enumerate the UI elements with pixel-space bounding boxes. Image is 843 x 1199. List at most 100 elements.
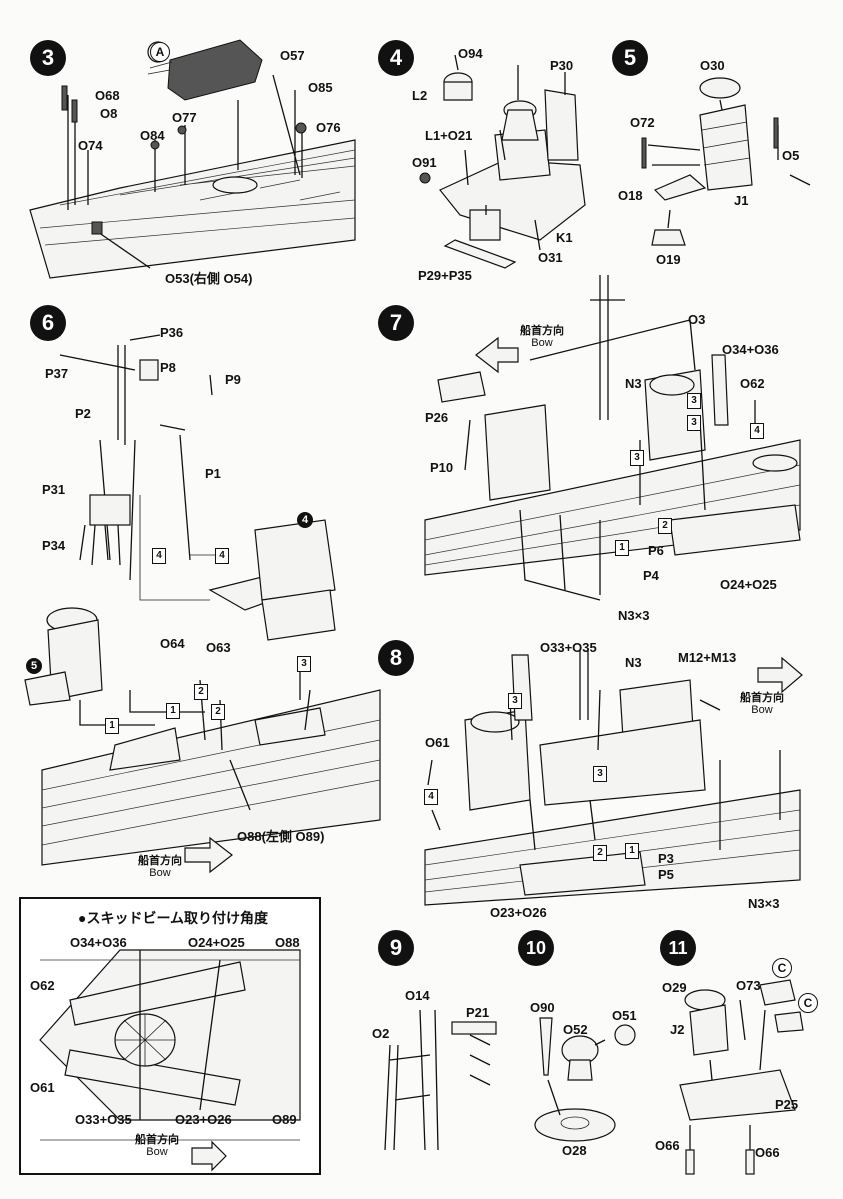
bow-en: Bow [751, 704, 773, 716]
part-k1: K1 [556, 230, 573, 245]
step8-box-3a: 3 [508, 693, 522, 709]
part-p25: P25 [775, 1097, 799, 1112]
part-o2: O2 [372, 1026, 390, 1041]
part-o18: O18 [618, 188, 643, 203]
part-o64: O64 [160, 636, 185, 651]
part-o29: O29 [662, 980, 687, 995]
inset-part-o24-o25: O24+O25 [188, 935, 245, 950]
part-p26: P26 [425, 410, 449, 425]
part-p2: P2 [75, 406, 91, 421]
part-p6: P6 [648, 543, 664, 558]
part-p31: P31 [42, 482, 66, 497]
inset-drawing [19, 897, 321, 1175]
bow-arrow-step6 [184, 836, 233, 874]
inset-part-o89: O89 [272, 1112, 297, 1127]
bow-arrow-step7 [475, 336, 519, 374]
step7-box-4: 4 [750, 423, 764, 439]
bow-jp: 船首方向 [740, 692, 784, 704]
part-p34: P34 [42, 538, 66, 553]
part-o68: O68 [95, 88, 120, 103]
bow-en: Bow [146, 1146, 168, 1158]
part-l2: L2 [412, 88, 428, 103]
part-p8: P8 [160, 360, 176, 375]
part-o94: O94 [458, 46, 483, 61]
part-o57: O57 [280, 48, 305, 63]
part-o74: O74 [78, 138, 103, 153]
part-n3-step7: N3 [625, 376, 642, 391]
bow-jp: 船首方向 [138, 855, 182, 867]
bow-direction-label-step8: 船首方向 Bow [740, 692, 784, 716]
step8-box-4: 4 [424, 789, 438, 805]
part-o8: O8 [100, 106, 118, 121]
part-p3: P3 [658, 851, 674, 866]
bow-arrow-step8 [757, 656, 803, 694]
step6-box-3: 3 [297, 656, 311, 672]
bow-direction-label-step6: 船首方向 Bow [138, 855, 182, 879]
part-p4: P4 [643, 568, 659, 583]
part-o63: O63 [206, 640, 231, 655]
step-number-3: 3 [30, 40, 66, 76]
part-o51: O51 [612, 1008, 637, 1023]
part-o72: O72 [630, 115, 655, 130]
part-o66-right: O66 [755, 1145, 780, 1160]
step11-drawing [679, 979, 804, 1175]
step7-box-3b: 3 [687, 415, 701, 431]
bow-direction-label-step7: 船首方向 Bow [520, 325, 564, 349]
part-o30: O30 [700, 58, 725, 73]
part-o77: O77 [172, 110, 197, 125]
part-o33-o35: O33+O35 [540, 640, 597, 655]
part-p9: P9 [225, 372, 241, 387]
step4-drawing [419, 54, 586, 269]
part-l1-o21: L1+O21 [425, 128, 473, 143]
step6-drawing [24, 334, 381, 866]
part-n3x3-step8: N3×3 [748, 896, 780, 911]
bow-direction-label-inset: 船首方向 Bow [135, 1134, 179, 1158]
part-o52: O52 [563, 1022, 588, 1037]
part-p1: P1 [205, 466, 221, 481]
part-p30: P30 [550, 58, 574, 73]
step5-drawing [641, 77, 811, 246]
ref-step-4: 4 [297, 512, 313, 528]
step7-box-1: 1 [615, 540, 629, 556]
part-o3: O3 [688, 312, 706, 327]
step6-box-4a: 4 [152, 548, 166, 564]
part-o62: O62 [740, 376, 765, 391]
bow-en: Bow [149, 867, 171, 879]
subassembly-c-badge: C [772, 958, 792, 978]
subassembly-a-badge: A [150, 42, 170, 62]
part-o34-o36: O34+O36 [722, 342, 779, 357]
step8-drawing [424, 650, 801, 906]
step3-drawing [29, 39, 356, 279]
step6-box-1b: 1 [166, 703, 180, 719]
part-o5: O5 [782, 148, 800, 163]
step6-box-2b: 2 [211, 704, 225, 720]
part-o90: O90 [530, 1000, 555, 1015]
step-number-11: 11 [660, 930, 696, 966]
part-n3-step8: N3 [625, 655, 642, 670]
part-o31: O31 [538, 250, 563, 265]
bow-jp: 船首方向 [135, 1134, 179, 1146]
part-o23-o26: O23+O26 [490, 905, 547, 920]
inset-part-o62: O62 [30, 978, 55, 993]
inset-part-o33-o35: O33+O35 [75, 1112, 132, 1127]
part-o19: O19 [656, 252, 681, 267]
part-o73: O73 [736, 978, 761, 993]
part-o66-left: O66 [655, 1138, 680, 1153]
part-p37: P37 [45, 366, 69, 381]
step7-box-3a: 3 [687, 393, 701, 409]
inset-part-o61: O61 [30, 1080, 55, 1095]
step-number-10: 10 [518, 930, 554, 966]
step-number-7: 7 [378, 305, 414, 341]
bow-jp: 船首方向 [520, 325, 564, 337]
part-o88: O88(左側 O89) [237, 829, 325, 844]
inset-part-o88: O88 [275, 935, 300, 950]
part-p21: P21 [466, 1005, 490, 1020]
part-o28: O28 [562, 1143, 587, 1158]
part-m12-m13: M12+M13 [678, 650, 737, 665]
step10-drawing [534, 1017, 636, 1142]
part-o84: O84 [140, 128, 165, 143]
inset-part-o34-o36: O34+O36 [70, 935, 127, 950]
part-o14: O14 [405, 988, 430, 1003]
